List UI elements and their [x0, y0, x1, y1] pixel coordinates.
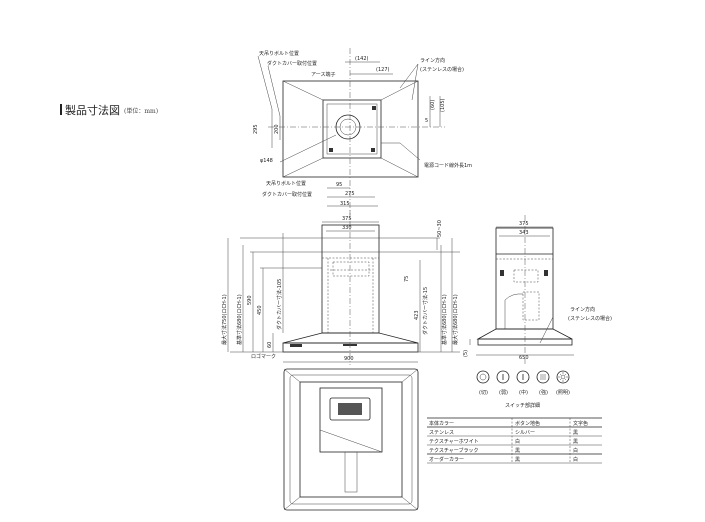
dim-200: 200 [274, 124, 280, 134]
top-view [257, 48, 445, 215]
table-cell: ステンレス [429, 430, 454, 436]
max-dimension-left: 最大寸法750(ロCH-1) [221, 294, 228, 345]
switch-high [536, 370, 550, 384]
max-dimension-right: 最大寸法680(ロCH-1) [452, 294, 459, 345]
switch-low [496, 370, 510, 384]
switch-light-icon [556, 370, 570, 384]
side-stainless-note: (ステンレスの場合) [568, 315, 612, 322]
table-cell: 白 [573, 447, 578, 454]
table-cell: 黒 [573, 430, 578, 436]
table-cell: シルバー [515, 430, 535, 436]
title-marker [60, 104, 62, 115]
switch-panel [476, 370, 570, 384]
table-cell: 白 [515, 438, 520, 445]
color-table [427, 417, 602, 464]
bottom-view [283, 368, 419, 511]
line-direction-label: ライン方向 [420, 57, 445, 64]
logo-mark-label: ロゴマーク [251, 353, 276, 360]
stainless-note: (ステンレスの場合) [420, 66, 464, 73]
ceiling-bolt-label-2: 天吊りボルト位置 [266, 180, 306, 187]
switch-off [476, 370, 490, 384]
page-title: 製品寸法図 [65, 103, 120, 117]
switch-label-medium: (中) [519, 389, 528, 396]
switch-label-light: (照明) [556, 390, 570, 396]
dim-295: 295 [253, 124, 259, 134]
side-dim-650: 650 [519, 355, 529, 361]
side-dim-343: 343 [519, 230, 529, 236]
dim-142: (142) [355, 56, 368, 62]
switch-label-low: (弱) [499, 390, 508, 396]
side-dim-375: 375 [519, 221, 529, 227]
dim-60-front: 60 [267, 342, 273, 348]
table-cell: オーダーカラー [429, 456, 464, 463]
front-view [227, 210, 460, 365]
dim-315: 315 [340, 201, 350, 207]
table-header-button-color: ボタン地色 [515, 420, 540, 427]
front-dim-900: 900 [344, 356, 354, 362]
dim-450: 450 [257, 305, 263, 315]
table-header-body-color: 本体カラー [429, 420, 454, 427]
logo-mark [290, 344, 302, 347]
dim-105: (105) [440, 99, 446, 112]
side-line-direction-label: ライン方向 [570, 306, 595, 313]
table-cell: 黒 [573, 439, 578, 445]
dim-95: 95 [336, 182, 342, 188]
dim-275: 275 [345, 191, 355, 197]
duct-cover-dim-right: ダクトカバー寸法-15 [422, 287, 429, 335]
switch-label-off: (切) [479, 389, 488, 396]
standard-dimension-left: 基準寸法680(ロCH-1) [236, 294, 243, 345]
unit-label: (単位：mm) [124, 107, 158, 115]
side-view [469, 215, 574, 365]
ceiling-bolt-label: 天吊りボルト位置 [259, 50, 299, 57]
table-cell: 黒 [515, 448, 520, 454]
side-dim-5: (5) [463, 350, 469, 357]
dim-75: 75 [404, 276, 410, 282]
duct-cover-dim-left: ダクトカバー寸法-105 [276, 279, 283, 330]
switch-detail-caption: スイッチ部詳細 [505, 402, 540, 409]
table-cell: 黒 [515, 457, 520, 463]
table-header-text-color: 文字色 [573, 420, 588, 427]
front-dim-375: 375 [342, 216, 352, 222]
dim-5: 5 [425, 118, 428, 124]
switch-medium [516, 370, 530, 384]
dim-590: 590 [247, 295, 253, 305]
dim-50-30: 50~30 [437, 220, 443, 237]
power-cord-label: 電源コード線外長1m [424, 162, 472, 169]
duct-cover-label-2: ダクトカバー取付位置 [262, 191, 312, 198]
standard-dimension-right: 基準寸法680(ロCH-1) [441, 294, 448, 345]
table-cell: 白 [573, 456, 578, 463]
table-cell: テクスチャーホワイト [429, 439, 479, 445]
front-dim-330: 330 [342, 225, 352, 231]
dim-phi148: φ148 [260, 158, 273, 164]
dim-127: (127) [376, 67, 389, 73]
table-cell: テクスチャーブラック [429, 447, 479, 454]
earth-terminal-label: アース端子 [311, 71, 335, 78]
switch-label-high: (強) [539, 389, 548, 396]
duct-cover-label: ダクトカバー取付位置 [267, 60, 317, 67]
dim-423: 423 [414, 310, 420, 320]
dim-60: (60) [430, 100, 436, 110]
